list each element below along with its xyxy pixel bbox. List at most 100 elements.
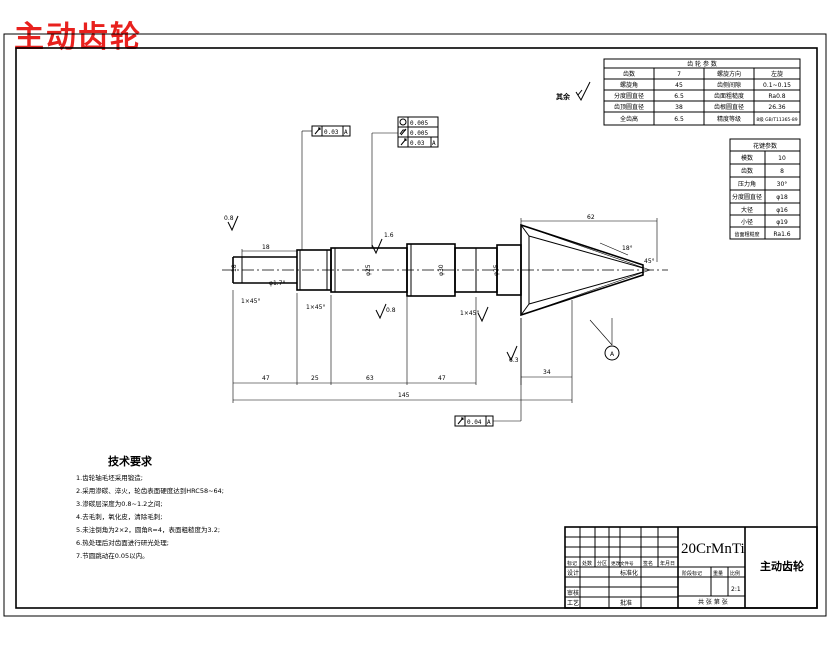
gear-cell: 螺旋方向 [717, 70, 741, 78]
spline-cell: φ16 [776, 207, 788, 214]
spline-parameter-table: 花键参数 模数 10 齿数 8 压力角 30° 分度圆直径 φ18 大径 φ16… [729, 138, 801, 240]
gear-cell: 齿面粗糙度 [714, 92, 744, 100]
gear-table-heading: 齿 轮 参 数 [687, 60, 717, 68]
other-roughness-label: 其余 [556, 92, 571, 101]
tb-part-name: 主动齿轮 [760, 559, 804, 573]
dim-47: 47 [262, 375, 270, 382]
roughness-icon [375, 303, 387, 320]
roughness-value: 0.8 [224, 215, 234, 222]
tb-weight: 重量 [713, 570, 723, 577]
runout-icon [314, 127, 321, 135]
dim-18: 18 [262, 244, 270, 251]
tolerance-frame-stack: 0.005 0.005 0.03 A [371, 116, 439, 248]
roughness-icon [506, 345, 518, 362]
gear-cell: 6.5 [674, 93, 684, 100]
requirements-heading: 技术要求 [108, 454, 153, 468]
gear-cell: 齿数 [623, 70, 635, 78]
gear-cell: 齿根圆直径 [714, 103, 744, 111]
spline-cell: 小径 [741, 218, 753, 226]
roughness-icon [477, 306, 489, 323]
tb-label: 更改文件号 [611, 560, 634, 567]
dim-63: 63 [366, 375, 374, 382]
tolerance-frame-top: 0.03 A [301, 125, 351, 250]
gear-cell: 38 [675, 104, 683, 111]
spline-cell: 压力角 [738, 180, 756, 188]
spline-cell: 大径 [741, 206, 753, 214]
gear-parameter-table: 齿 轮 参 数 齿数 7 螺旋方向 左旋 螺旋角 45 齿侧间隙 0.1~0.1… [603, 58, 801, 126]
tb-material: 20CrMnTi [681, 541, 745, 557]
spline-cell: 8 [780, 168, 784, 175]
runout-datum: A [432, 140, 436, 147]
requirement-item: 3.渗碳层深度为0.8~1.2之间; [76, 499, 163, 508]
gear-cell: 6.5 [674, 116, 684, 123]
tb-approve: 批准 [620, 599, 632, 607]
roundness-value: 0.005 [410, 120, 428, 127]
roughness-icon [227, 215, 239, 232]
runout-value: 0.03 [324, 129, 339, 136]
gear-cell: 45 [675, 82, 683, 89]
tb-process: 工艺 [567, 599, 579, 607]
dim-25: 25 [311, 375, 319, 382]
shoulder-dia-label: φ30 [438, 264, 445, 276]
gear-cell: 全齿高 [620, 115, 638, 123]
inner-frame [15, 47, 818, 609]
chamfer-label: 1×45° [241, 298, 260, 305]
technical-requirements: 技术要求 1.齿轮轴毛坯采用锻造; 2.采用渗碳、淬火，轮齿表面硬度达到HRC5… [76, 454, 224, 560]
spline-dia-label: 18 [231, 264, 238, 272]
tb-sheet: 共 张 第 张 [698, 598, 728, 606]
gear-cell: 分度圆直径 [614, 92, 644, 100]
tb-label: 标记 [567, 560, 577, 567]
tb-design: 设计 [567, 569, 579, 577]
runout-value: 0.04 [467, 419, 482, 426]
requirement-item: 7.节圆跳动在0.05以内。 [76, 551, 149, 560]
gear-cell: 齿侧间隙 [717, 81, 741, 89]
runout-icon [400, 138, 407, 146]
requirement-item: 5.未注倒角为2×2，圆角R=4，表面粗糙度为3.2; [76, 525, 220, 534]
roughness-icon [371, 238, 383, 255]
runout-datum: A [487, 419, 491, 426]
gear-cell: 26.36 [768, 104, 785, 111]
tb-stage: 阶段标记 [682, 570, 702, 577]
requirement-item: 4.去毛刺，氧化皮，清除毛刺; [76, 512, 162, 521]
gear-cell: 精度等级 [717, 115, 741, 123]
spline-cell: φ18 [776, 194, 788, 201]
drawing-title: 主动齿轮 [14, 20, 142, 55]
spline-table-heading: 花键参数 [753, 142, 777, 150]
cone-angle-label-2: 45° [644, 258, 655, 265]
runout-value: 0.03 [410, 140, 425, 147]
tolerance-frame-bottom: 0.04 A [454, 318, 522, 427]
gear-cell: 0.1~0.15 [763, 82, 791, 89]
bearing-dia-label: φ25 [365, 264, 372, 276]
gear-cell: 左旋 [771, 70, 783, 78]
tb-label: 年月日 [660, 560, 675, 567]
spline-cell: 齿数 [741, 167, 753, 175]
chamfer-label-3: 1×45° [460, 310, 479, 317]
roughness-value: 6.3 [509, 357, 519, 364]
datum-a: A [589, 318, 620, 361]
requirement-item: 1.齿轮轴毛坯采用锻造; [76, 473, 143, 482]
roughness-marks: 0.8 1.6 0.8 6.3 [224, 215, 519, 364]
outer-frame [3, 33, 827, 617]
roughness-value: 1.6 [384, 232, 394, 239]
seat-dia-label: φ25 [493, 264, 500, 276]
shaft-view: 18 φ1.7° φ25 φ30 φ25 1×45° 1×45° 1×45° [222, 223, 668, 317]
chamfer-label-2: 1×45° [306, 304, 325, 311]
spline-cell: φ19 [776, 219, 788, 226]
roundness-icon [399, 118, 407, 126]
gear-cell: 螺旋角 [620, 81, 638, 89]
spline-cell: 分度圆直径 [732, 193, 762, 201]
requirement-item: 2.采用渗碳、淬火，轮齿表面硬度达到HRC58~64; [76, 486, 224, 495]
requirement-item: 6.热处理后对齿面进行研光处理; [76, 538, 169, 547]
runout-icon [457, 417, 464, 425]
dim-62: 62 [587, 214, 595, 221]
cylindricity-value: 0.005 [410, 130, 428, 137]
cone-angle-label: 18° [622, 245, 633, 252]
gear-cell: Ra0.8 [768, 93, 785, 100]
datum-label: A [610, 351, 615, 358]
tb-standard: 标准化 [620, 569, 638, 577]
title-block: 标记 处数 分区 更改文件号 签名 年月日 设计 标准化 审核 工艺 批准 阶段… [564, 526, 818, 609]
spline-detail-label: φ1.7° [269, 280, 286, 287]
bevel-gear-cone [520, 223, 644, 317]
tb-scale-value: 2:1 [731, 586, 741, 593]
